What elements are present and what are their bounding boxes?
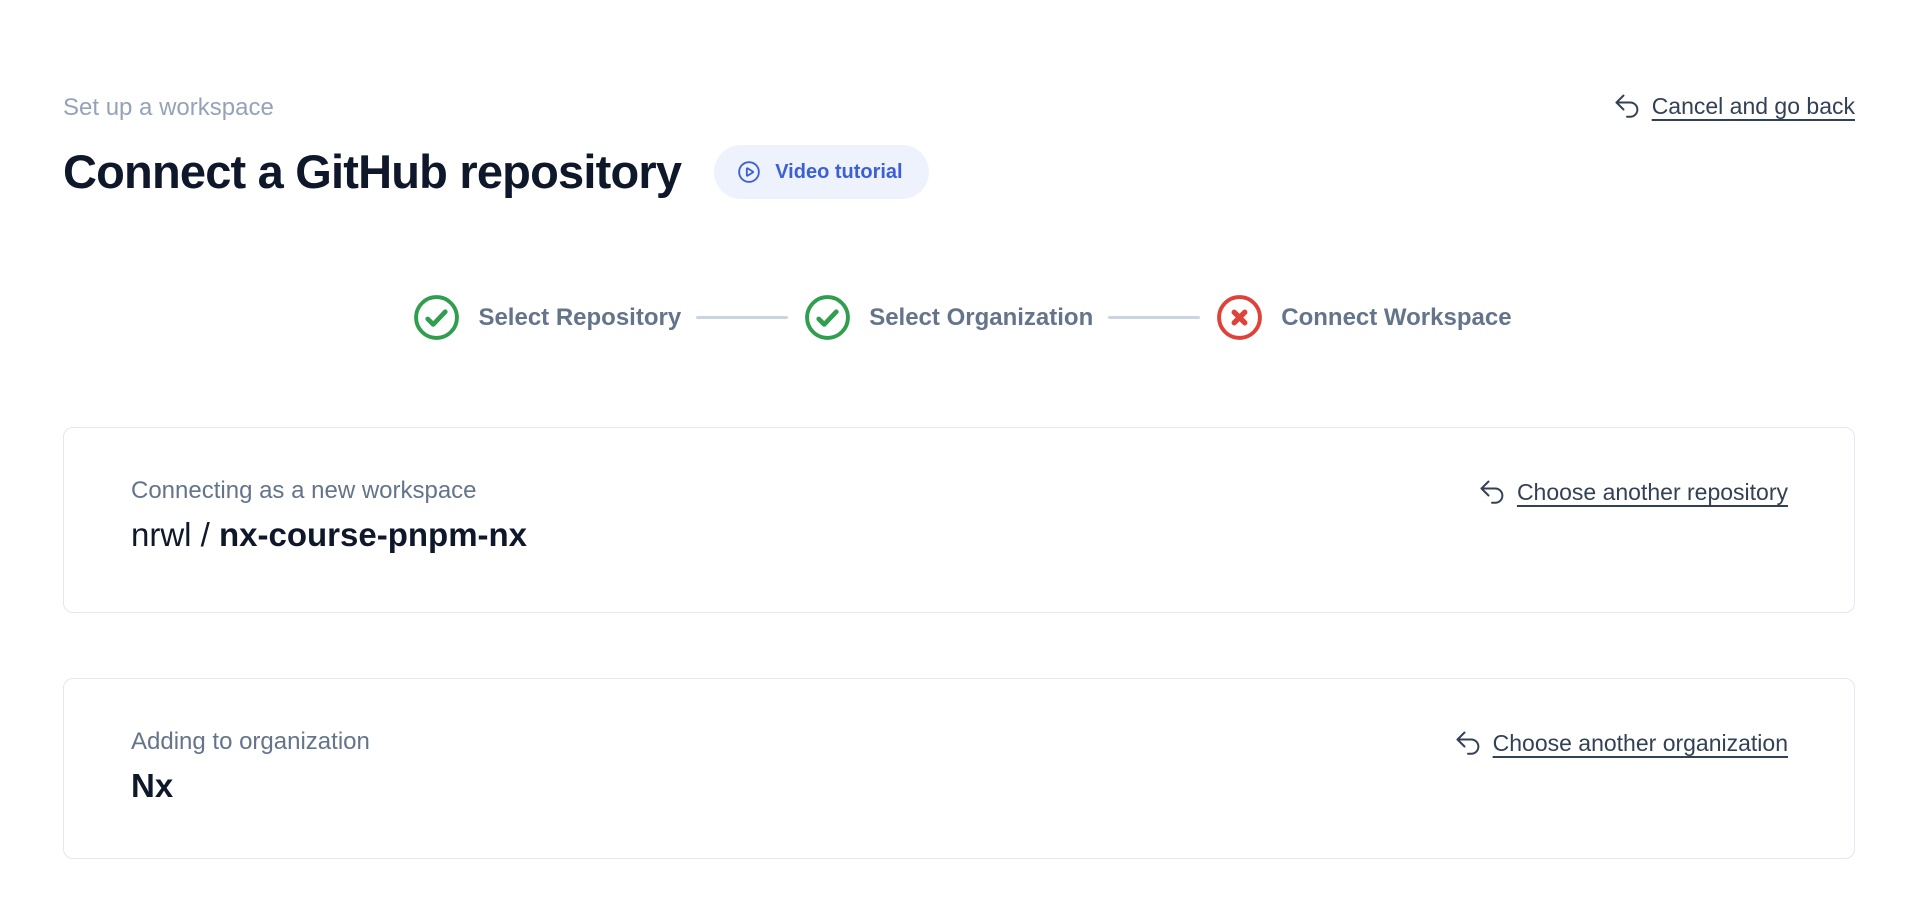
- step-connector: [696, 316, 789, 319]
- repository-name: nrwl / nx-course-pnpm-nx: [131, 515, 527, 555]
- choose-another-repository-label: Choose another repository: [1516, 478, 1788, 505]
- stepper: Select Repository Select Organization Co…: [0, 293, 1924, 342]
- check-circle-icon: [805, 295, 851, 340]
- step-connect-workspace: Connect Workspace: [1215, 293, 1512, 342]
- repository-card-label: Connecting as a new workspace: [131, 477, 477, 504]
- eyebrow-text: Set up a workspace: [63, 94, 274, 121]
- organization-card-label: Adding to organization: [131, 728, 370, 755]
- step-label: Select Repository: [478, 303, 682, 331]
- title-row: Connect a GitHub repository Video tutori…: [0, 123, 1924, 200]
- step-label: Select Organization: [869, 303, 1094, 331]
- undo-arrow-icon: [1615, 94, 1638, 118]
- video-tutorial-label: Video tutorial: [775, 160, 903, 183]
- undo-arrow-icon: [1456, 731, 1479, 755]
- choose-another-organization-link[interactable]: Choose another organization: [1454, 729, 1788, 757]
- repository-card-info: Connecting as a new workspace nrwl / nx-…: [131, 476, 527, 555]
- organization-card: Adding to organization Nx Choose another…: [63, 678, 1855, 859]
- page-title: Connect a GitHub repository: [63, 145, 682, 198]
- repository-slug: nx-course-pnpm-nx: [219, 516, 528, 553]
- cancel-link-label: Cancel and go back: [1651, 92, 1855, 119]
- step-select-organization: Select Organization: [803, 293, 1093, 342]
- undo-arrow-icon: [1480, 480, 1504, 504]
- organization-name: Nx: [131, 767, 174, 804]
- repository-owner: nrwl /: [131, 516, 210, 553]
- header: Set up a workspace Cancel and go back: [0, 0, 1924, 123]
- choose-another-organization-label: Choose another organization: [1492, 729, 1788, 756]
- choose-another-repository-link[interactable]: Choose another repository: [1478, 478, 1788, 506]
- check-circle-icon: [414, 295, 460, 340]
- play-circle-icon: [738, 161, 760, 183]
- video-tutorial-button[interactable]: Video tutorial: [714, 145, 929, 199]
- organization-card-info: Adding to organization Nx: [131, 727, 370, 806]
- x-circle-icon: [1217, 295, 1263, 340]
- step-select-repository: Select Repository: [412, 293, 681, 342]
- step-label: Connect Workspace: [1281, 303, 1512, 331]
- cancel-and-go-back-link[interactable]: Cancel and go back: [1613, 92, 1855, 120]
- step-connector: [1108, 316, 1201, 319]
- repository-card: Connecting as a new workspace nrwl / nx-…: [63, 427, 1855, 613]
